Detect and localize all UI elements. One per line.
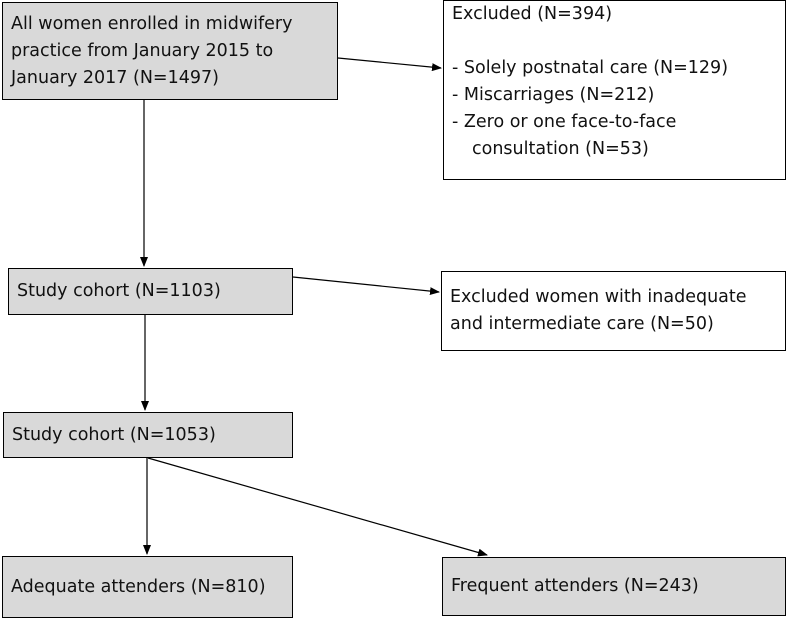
box-frequent-attenders: Frequent attenders (N=243)	[442, 557, 786, 616]
excluded-item-miscarriages: - Miscarriages (N=212)	[452, 85, 655, 105]
excluded-item-postnatal: - Solely postnatal care (N=129)	[452, 58, 729, 78]
excluded-title: Excluded (N=394)	[452, 4, 613, 24]
excluded2-line-2: and intermediate care (N=50)	[450, 314, 714, 334]
cohort-1053-label: Study cohort (N=1053)	[12, 424, 216, 445]
box-study-cohort-1103: Study cohort (N=1103)	[8, 268, 293, 315]
arrow-cohort-1053-to-frequent	[147, 457, 488, 557]
excluded-item-consultation-cont: consultation (N=53)	[472, 139, 649, 159]
box-adequate-attenders: Adequate attenders (N=810)	[2, 556, 293, 618]
arrow-enrolled-to-excluded	[337, 57, 442, 72]
excluded2-line-1: Excluded women with inadequate	[450, 287, 747, 307]
enrolled-line-1: All women enrolled in midwifery	[11, 14, 293, 34]
adequate-label: Adequate attenders (N=810)	[11, 576, 266, 597]
enrolled-line-2: practice from January 2015 to	[11, 41, 274, 61]
box-excluded-50: Excluded women with inadequate and inter…	[441, 271, 786, 351]
box-all-women-enrolled: All women enrolled in midwifery practice…	[2, 2, 338, 100]
cohort-1103-label: Study cohort (N=1103)	[17, 281, 221, 301]
box-study-cohort-1053: Study cohort (N=1053)	[3, 412, 293, 458]
arrow-cohort-1103-to-excluded-50	[292, 276, 440, 296]
excluded-item-consultation: - Zero or one face-to-face	[452, 112, 677, 132]
box-excluded-394: Excluded (N=394) - Solely postnatal care…	[443, 0, 786, 180]
frequent-label: Frequent attenders (N=243)	[451, 576, 699, 596]
enrolled-line-3: January 2017 (N=1497)	[11, 68, 219, 88]
